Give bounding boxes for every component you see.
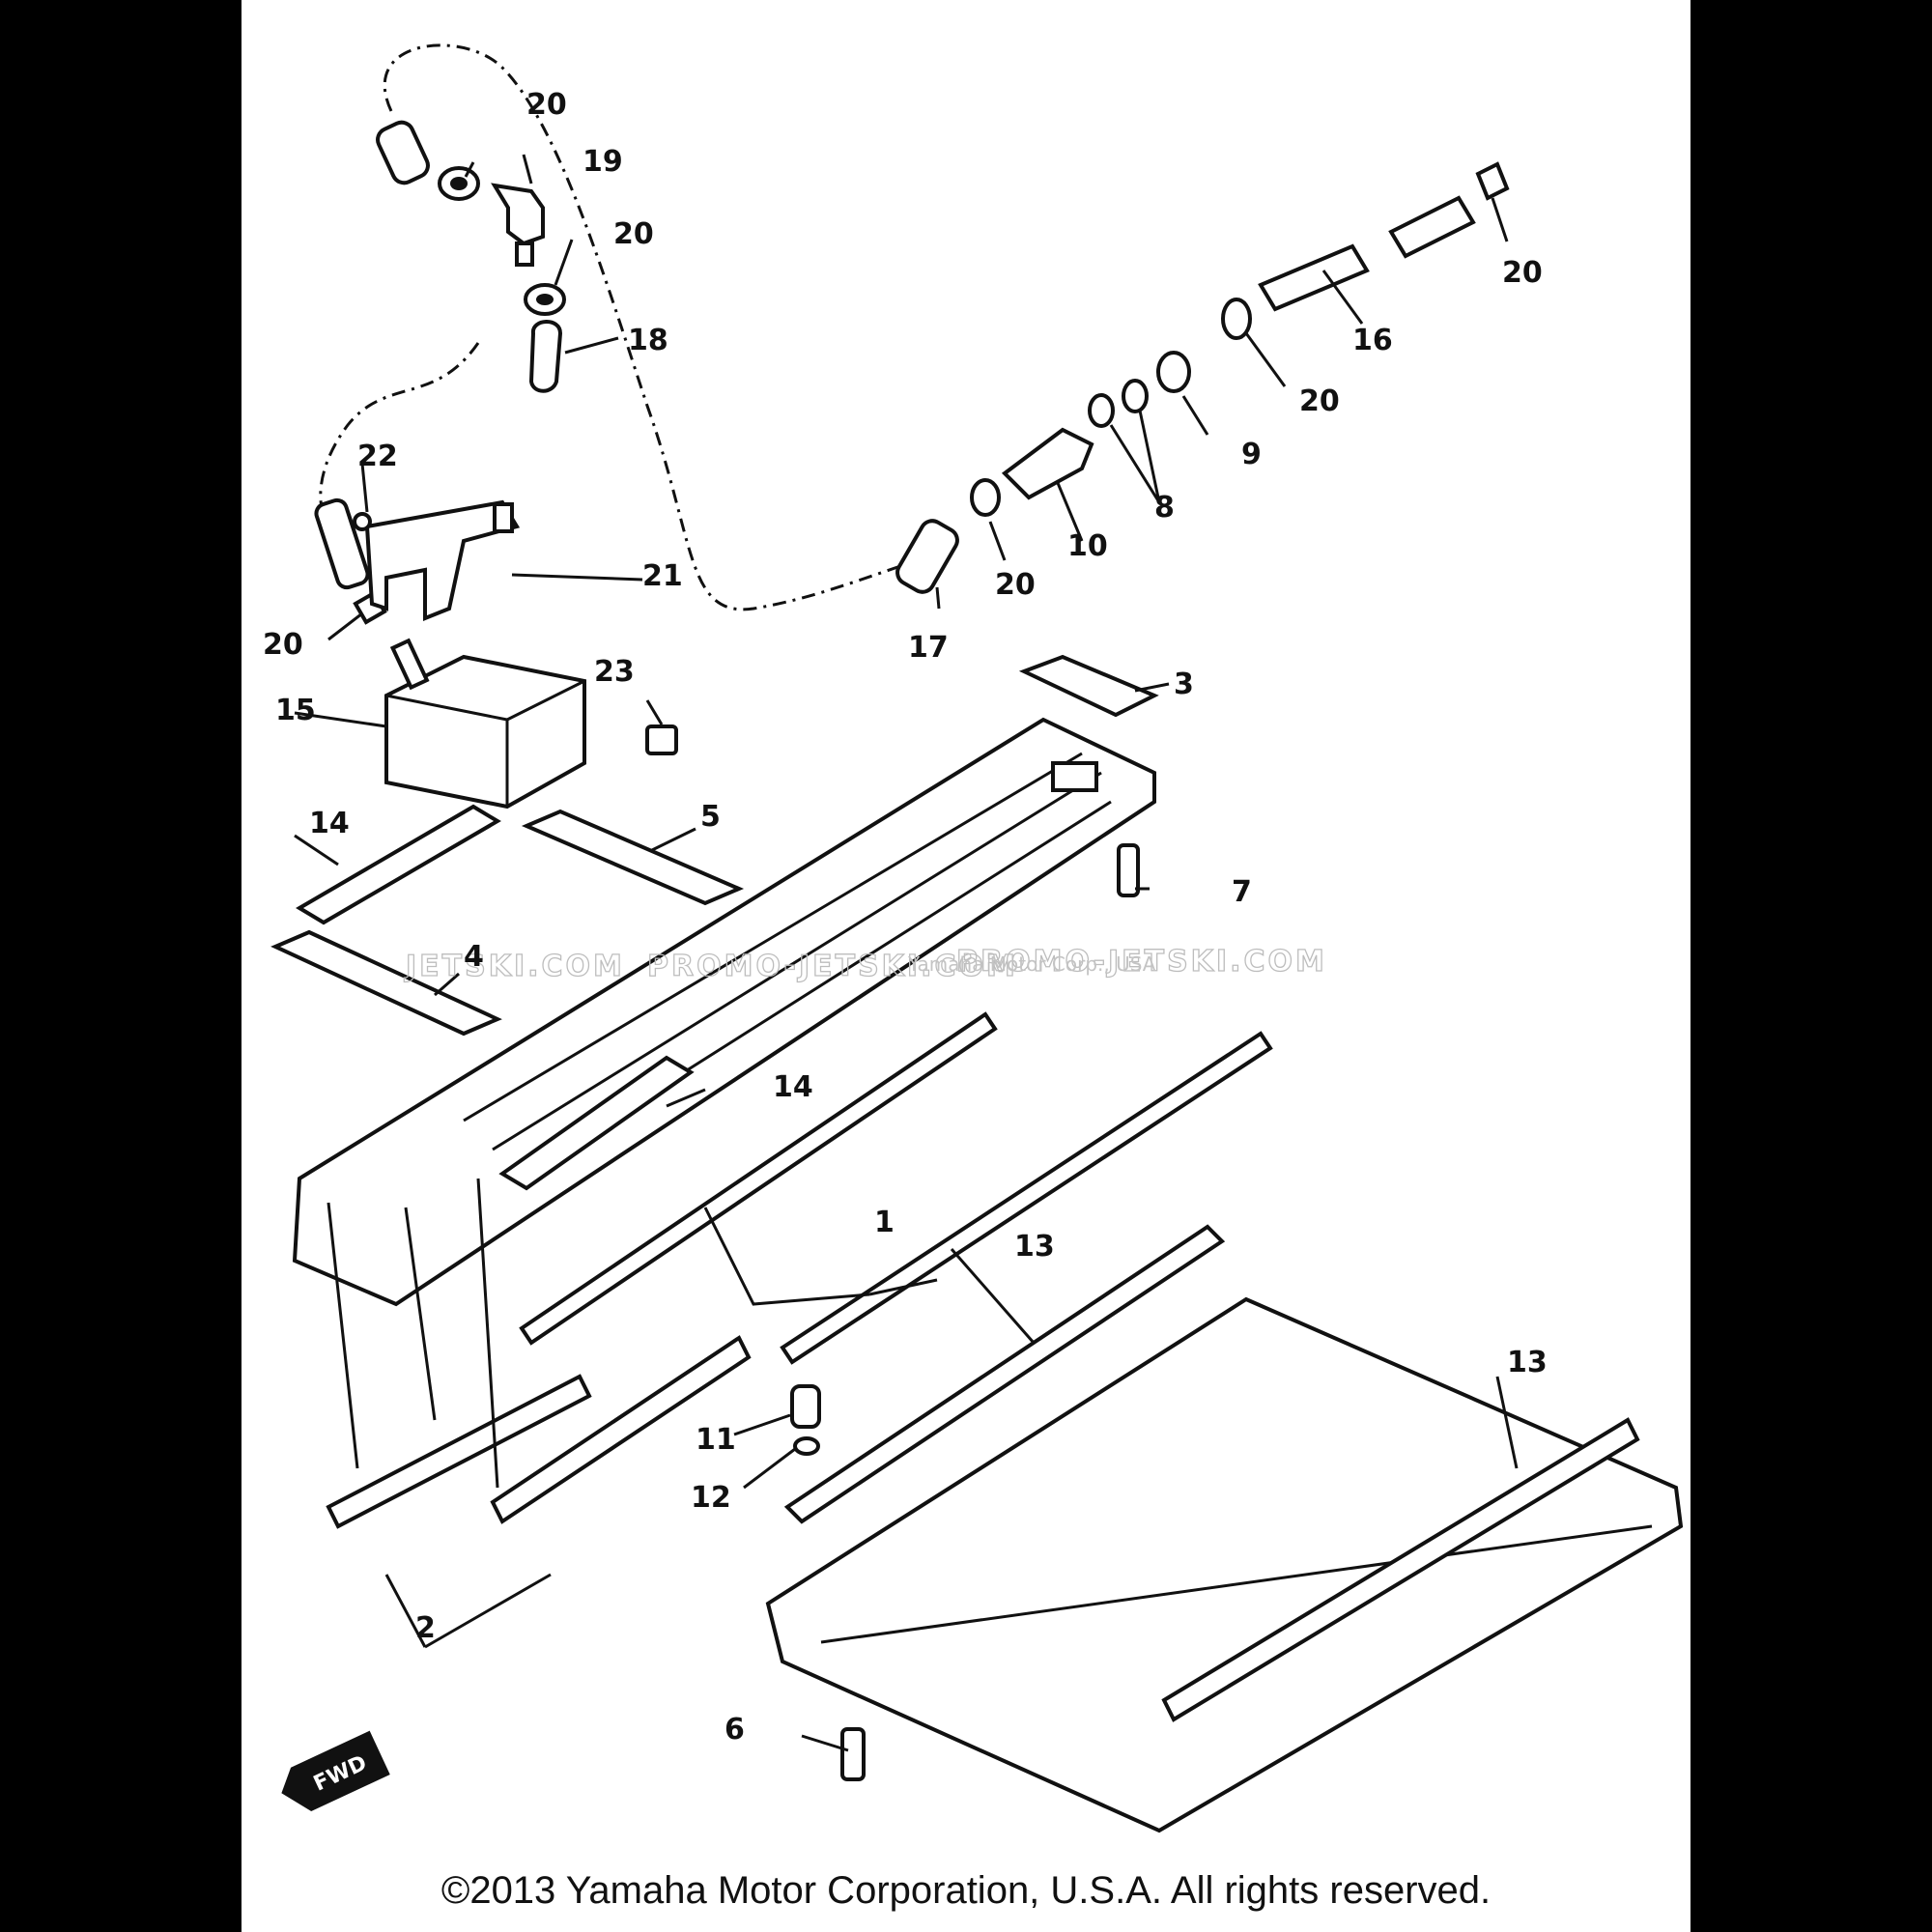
callout-4: 4 [464,940,484,974]
watermark: PROMO-JETSKI.COM [647,950,1018,983]
callout-10: 10 [1067,529,1108,563]
callout-5: 5 [700,800,721,834]
callout-22: 22 [357,440,398,473]
strip-1-a [519,1011,998,1346]
callout-20: 20 [263,628,303,662]
clamp [438,166,480,201]
callout-20: 20 [1299,384,1340,418]
hose-17 [895,519,959,594]
hose-segment [1388,195,1476,259]
callout-12: 12 [691,1481,731,1515]
bolt-7 [1117,843,1140,897]
strip-4 [270,929,502,1037]
strip-13-a [783,1224,1226,1524]
callout-21: 21 [642,559,683,593]
callout-3: 3 [1174,668,1194,701]
callout-2: 2 [415,1611,436,1645]
bolt-9 [1156,351,1191,393]
strip-14-lower [498,1055,695,1191]
bracket-3 [1018,654,1159,718]
bolt-22 [353,512,372,531]
callout-13: 13 [1507,1346,1548,1379]
washer-12 [793,1436,820,1456]
vent-hose-path-lower [319,342,480,527]
callout-20: 20 [1502,256,1543,290]
strip-2-b [490,1335,752,1524]
leader-lines [294,154,1519,1752]
strip-1-b [780,1031,1273,1365]
washers-8 [1088,379,1149,428]
callout-16: 16 [1352,324,1393,357]
watermark-small: Yamaha Motor Corp., USA [907,952,1156,976]
stud-11 [790,1384,821,1429]
callout-8: 8 [1154,491,1175,525]
copyright-notice: ©2013 Yamaha Motor Corporation, U.S.A. A… [440,1869,1492,1912]
fuel-box-15 [384,638,586,810]
callout-6: 6 [724,1713,745,1747]
fwd-arrow-icon: FWD [281,1730,390,1812]
callout-9: 9 [1241,438,1262,471]
clamp [1221,298,1252,340]
callout-17: 17 [908,631,949,665]
elbow-fitting [491,183,545,267]
bracket-21 [364,499,521,621]
vent-hose [528,320,563,393]
hose-16 [1258,243,1370,312]
clamp [1475,161,1510,201]
strip-13-b [1161,1417,1640,1722]
clamp [970,478,1001,517]
callout-13: 13 [1014,1230,1055,1264]
frame-plate-lower [765,1296,1684,1833]
bolt-6 [840,1727,866,1781]
callout-1: 1 [874,1206,895,1239]
callout-20: 20 [995,568,1036,602]
watermark: JETSKI.COM [404,950,625,983]
callout-15: 15 [275,694,316,727]
callout-18: 18 [628,324,668,357]
clamp [524,283,566,316]
strip-5 [521,809,745,906]
callout-11: 11 [696,1423,736,1457]
strip-2-a [326,1374,592,1529]
callout-20: 20 [613,217,654,251]
callout-14: 14 [773,1070,813,1104]
strip-14-upper [296,804,501,925]
frame-plate-upper [292,717,1156,1307]
fitting-10 [1001,427,1094,500]
diagram-sheet: JETSKI.COM PROMO-JETSKI.COM PROMO-JETSKI… [242,0,1690,1932]
hose-segment [376,120,430,185]
callout-14: 14 [309,807,350,840]
bolt-23 [645,724,678,755]
watermark: PROMO-JETSKI.COM [956,945,1327,979]
parts-diagram: JETSKI.COM PROMO-JETSKI.COM PROMO-JETSKI… [263,43,1684,1833]
callout-23: 23 [594,655,635,689]
callout-20: 20 [526,88,567,122]
callout-19: 19 [582,145,623,179]
callout-7: 7 [1232,875,1252,909]
hose-segment [314,497,370,590]
vent-hose-path [383,43,919,611]
